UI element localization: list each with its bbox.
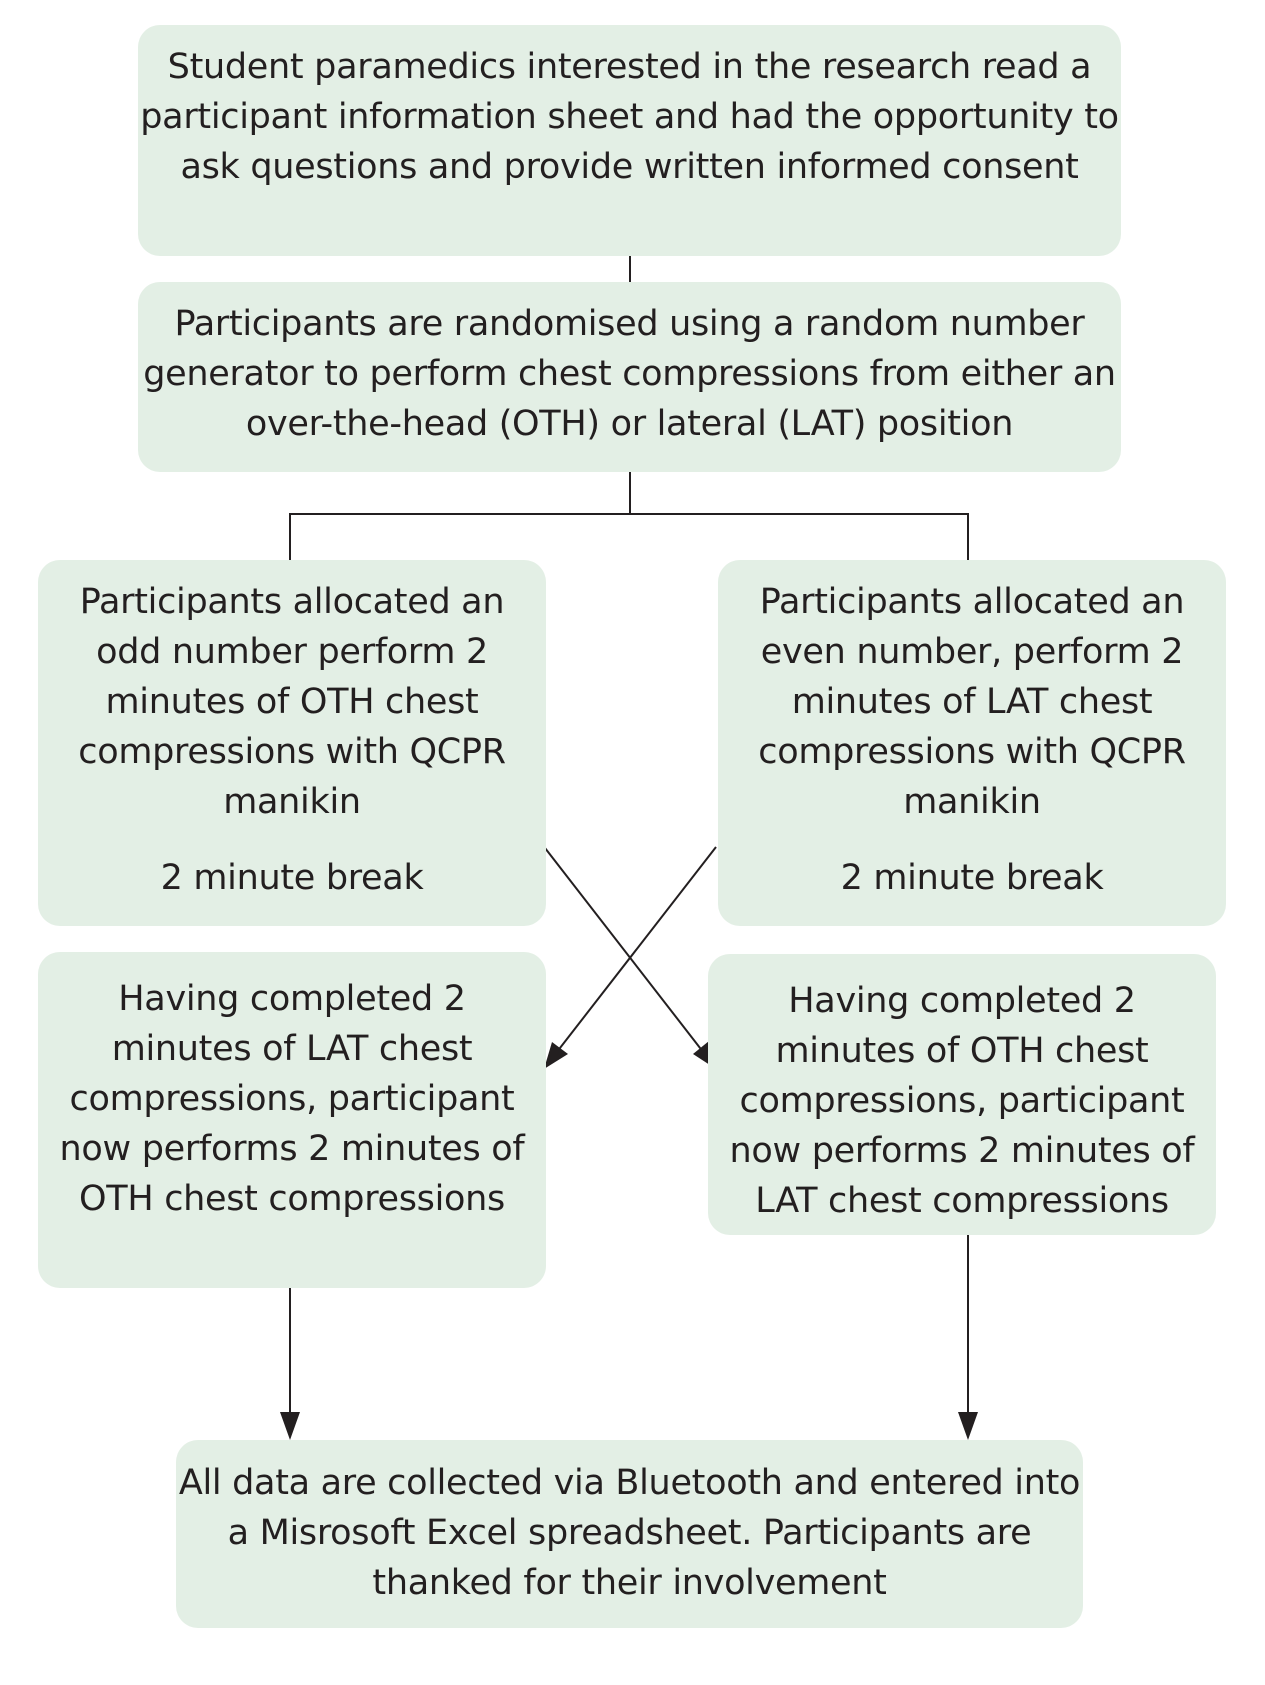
odd-group-break-text: 2 minute break <box>160 858 424 898</box>
odd-group-box: Participants allocated an odd number per… <box>38 560 546 926</box>
crossover-arrowhead-left <box>544 1042 568 1069</box>
randomisation-text: Participants are randomised using a rand… <box>143 304 1116 444</box>
lat-then-oth-text: Having completed 2 minutes of LAT chest … <box>59 979 525 1219</box>
randomisation-box: Participants are randomised using a rand… <box>138 282 1121 472</box>
even-group-box: Participants allocated an even number, p… <box>718 560 1226 926</box>
even-group-text: Participants allocated an even number, p… <box>758 582 1186 822</box>
final-text: All data are collected via Bluetooth and… <box>178 1463 1081 1603</box>
consent-box: Student paramedics interested in the res… <box>138 25 1121 256</box>
crossover-arrow-even-to-left <box>545 846 717 1067</box>
even-group-break-text: 2 minute break <box>840 858 1104 898</box>
arrow-right-to-final-head <box>958 1412 978 1440</box>
oth-then-lat-box: Having completed 2 minutes of OTH chest … <box>708 954 1216 1235</box>
lat-then-oth-box: Having completed 2 minutes of LAT chest … <box>38 952 546 1288</box>
final-box: All data are collected via Bluetooth and… <box>176 1440 1083 1628</box>
odd-group-text: Participants allocated an odd number per… <box>78 582 506 822</box>
consent-text: Student paramedics interested in the res… <box>140 47 1119 187</box>
oth-then-lat-text: Having completed 2 minutes of OTH chest … <box>729 981 1195 1221</box>
arrow-left-to-final-head <box>280 1412 300 1440</box>
